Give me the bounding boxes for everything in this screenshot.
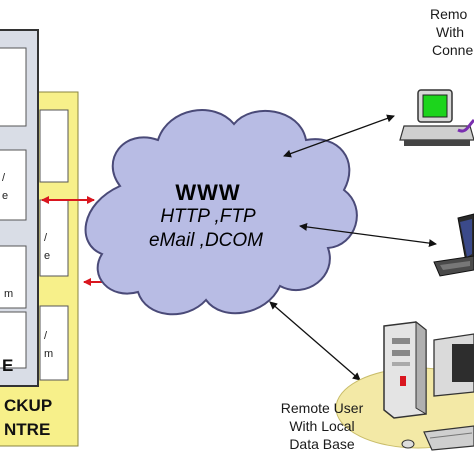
slot-text-4b: m: [4, 288, 14, 300]
cloud-protocols-line2: eMail ,DCOM: [148, 230, 263, 251]
remote-local-line2: With Local: [289, 418, 355, 434]
backup-slot-1: [39, 109, 69, 183]
remote-top-line3: Conne: [432, 42, 474, 58]
arrow-to-laptop: [299, 222, 437, 248]
slot-text-5b: m: [44, 348, 54, 360]
backup-centre-label-line2: NTRE: [4, 420, 51, 439]
server-slot-2: [0, 149, 27, 221]
arrow-to-local-user: [269, 301, 361, 381]
arrow-to-desktop: [283, 114, 395, 158]
cloud-title: WWW: [175, 180, 241, 205]
tower-server-workstation-icon: [383, 320, 474, 451]
backup-slot-3: [39, 305, 69, 381]
desktop-computer-icon: [399, 89, 474, 146]
server-slot-3: [0, 245, 27, 309]
remote-top-line1: Remo: [430, 6, 468, 22]
slot-text-3b: e: [44, 250, 51, 262]
remote-local-line1: Remote User: [280, 400, 364, 416]
cloud-protocols-line1: HTTP ,FTP: [160, 206, 256, 227]
slot-text-3a: /: [44, 232, 48, 244]
server-slot-4: [0, 311, 27, 369]
slot-text-2a: /: [2, 172, 6, 184]
backup-centre-label-line1: CKUP: [4, 396, 53, 415]
slot-text-2b: e: [2, 190, 9, 202]
remote-top-line2: With: [436, 24, 464, 40]
cloud-icon: [84, 109, 358, 316]
server-slot-1: [0, 47, 27, 127]
backup-slot-2: [39, 199, 69, 277]
laptop-icon: [433, 213, 474, 277]
remote-local-line3: Data Base: [289, 436, 355, 452]
slot-text-5a: /: [44, 330, 48, 342]
server-panel-letter: E: [2, 356, 14, 375]
